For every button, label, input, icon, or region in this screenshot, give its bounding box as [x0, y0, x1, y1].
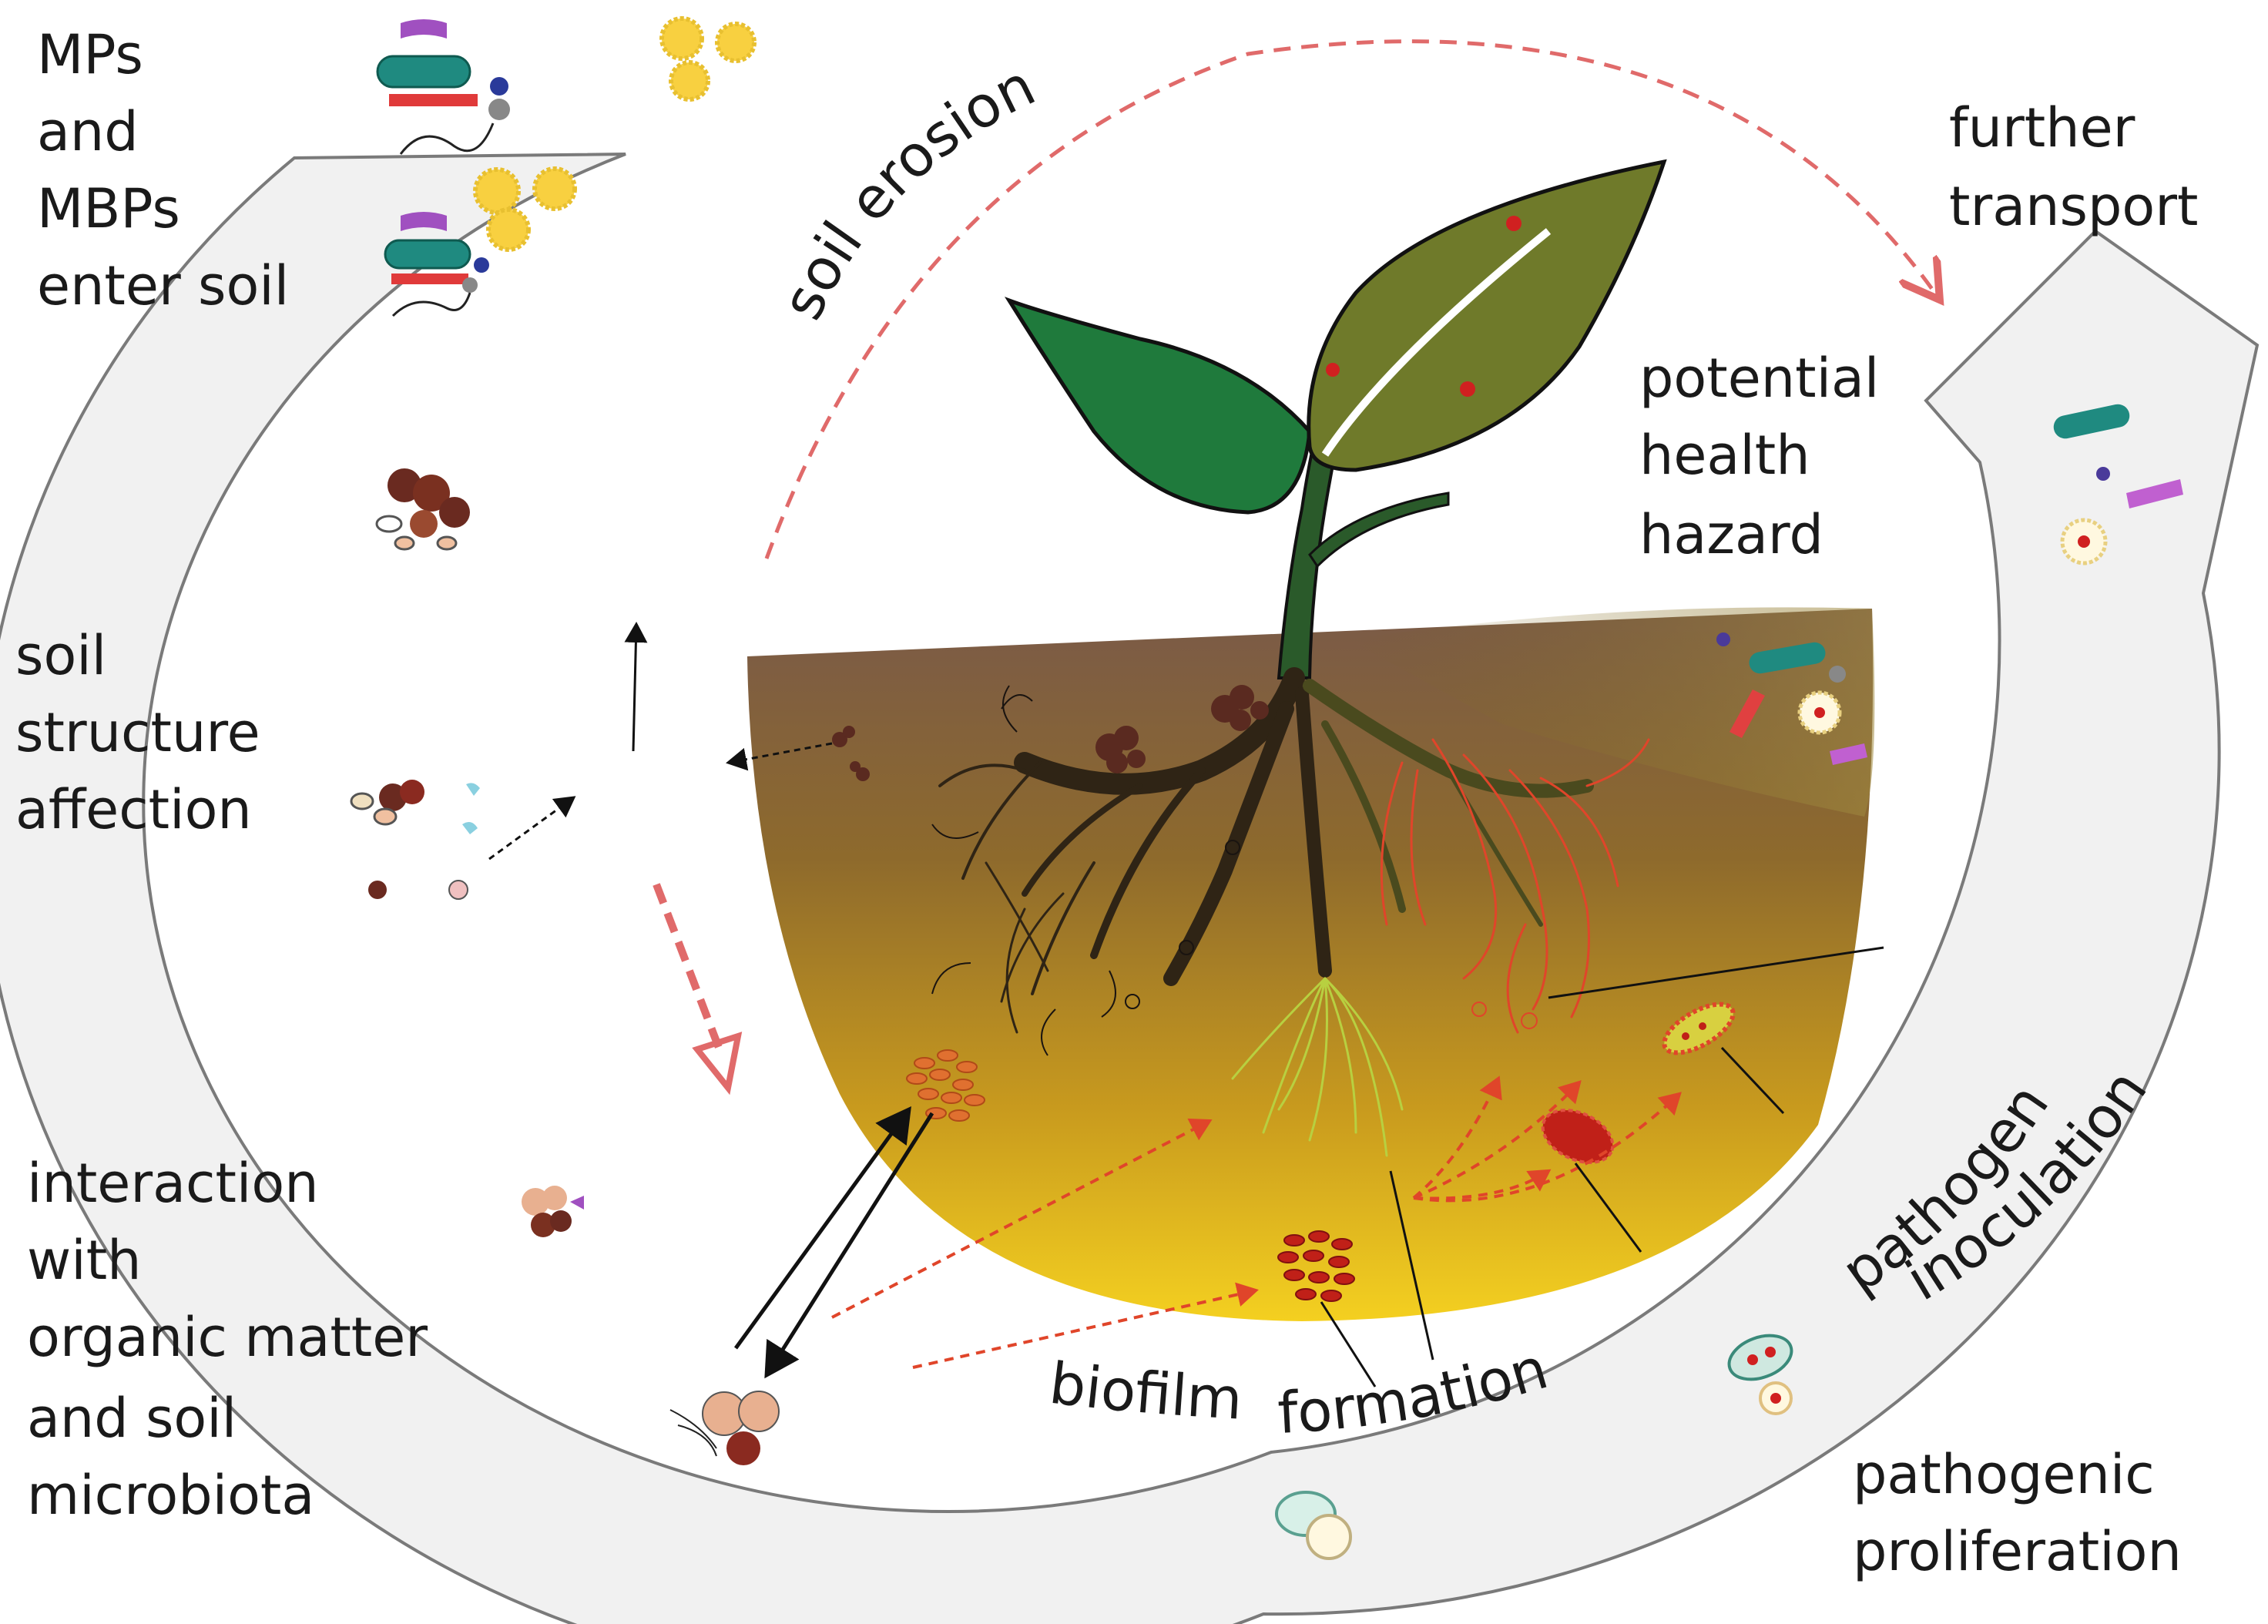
spore-icon [473, 16, 2108, 1560]
label-soil-erosion: soil erosion [769, 52, 1045, 330]
label-line: organic matter [27, 1306, 428, 1369]
label-line: potential [1639, 347, 1879, 410]
interaction-arrows [733, 1106, 934, 1379]
red-roots [1380, 738, 1650, 1034]
label-line: health [1639, 424, 1810, 487]
label-line: soil [15, 624, 106, 687]
label-line: microbiota [27, 1464, 314, 1527]
bacteria-cluster-icon [1277, 1230, 1355, 1302]
svg-text:microbiota: microbiota [27, 1464, 314, 1527]
label-interaction: interaction with organic matter and soil… [27, 1152, 428, 1527]
svg-text:enter soil: enter soil [37, 254, 289, 317]
microplastic-particle-icon [376, 19, 2183, 765]
label-health-hazard: potential health hazard [1639, 347, 1879, 566]
left-leaf [1004, 297, 1312, 515]
root-hairs [931, 685, 1538, 1056]
label-line: and soil [27, 1387, 237, 1450]
label-line: structure [15, 701, 260, 764]
svg-text:hazard: hazard [1639, 503, 1823, 566]
label-line: and [37, 100, 139, 163]
label-line: proliferation [1853, 1520, 2182, 1583]
label-soil-structure: soil structure affection [15, 624, 260, 841]
svg-text:and soil: and soil [27, 1387, 237, 1450]
label-mps-enter-soil: MPs and MBPs enter soil [37, 23, 289, 317]
label-further-transport: further transport [1949, 96, 2198, 238]
svg-text:transport: transport [1949, 175, 2198, 238]
olive-roots [1303, 679, 1594, 927]
svg-text:proliferation: proliferation [1853, 1520, 2182, 1583]
label-line: transport [1949, 175, 2198, 238]
label-line: hazard [1639, 503, 1823, 566]
svg-text:and: and [37, 100, 139, 163]
label-line: with [27, 1229, 142, 1292]
svg-text:structure: structure [15, 701, 260, 764]
label-biofilm: biofilm [1046, 1351, 1244, 1433]
pathogen-cell-icon [1541, 1002, 1736, 1164]
label-line: affection [15, 778, 252, 841]
soil-cross-section [747, 607, 1875, 1321]
label-line: further [1949, 96, 2135, 159]
bacteria-cluster-icon [906, 1049, 985, 1122]
label-pathogenic-proliferation: pathogenic proliferation [1853, 1443, 2182, 1583]
svg-text:organic matter: organic matter [27, 1306, 428, 1369]
plant-illustration [931, 159, 1667, 1157]
cycle-band [0, 153, 2260, 1624]
label-line: MPs [37, 23, 143, 86]
svg-text:MBPs: MBPs [37, 177, 180, 240]
downward-arrow [653, 883, 743, 1096]
label-line: MBPs [37, 177, 180, 240]
pathogen-spread-arrows [831, 1075, 1682, 1369]
svg-text:MPs: MPs [37, 23, 143, 86]
svg-text:potential: potential [1639, 347, 1879, 410]
label-line: enter soil [37, 254, 289, 317]
soil-erosion-arrow [764, 39, 1938, 559]
svg-text:further: further [1949, 96, 2135, 159]
right-leaf [1307, 159, 1667, 472]
leader-lines [1320, 946, 1884, 1387]
svg-text:affection: affection [15, 778, 252, 841]
svg-text:with: with [27, 1229, 142, 1292]
label-line: pathogenic [1853, 1443, 2155, 1506]
soil-aggregate-icon [832, 685, 1269, 781]
svg-text:health: health [1639, 424, 1810, 487]
svg-text:pathogenic: pathogenic [1853, 1443, 2155, 1506]
svg-text:interaction: interaction [27, 1152, 319, 1215]
soil-aggregate-icon [350, 468, 780, 1465]
structure-arrows [488, 622, 833, 861]
svg-text:soil: soil [15, 624, 106, 687]
yellow-roots [1231, 977, 1404, 1157]
label-line: interaction [27, 1152, 319, 1215]
